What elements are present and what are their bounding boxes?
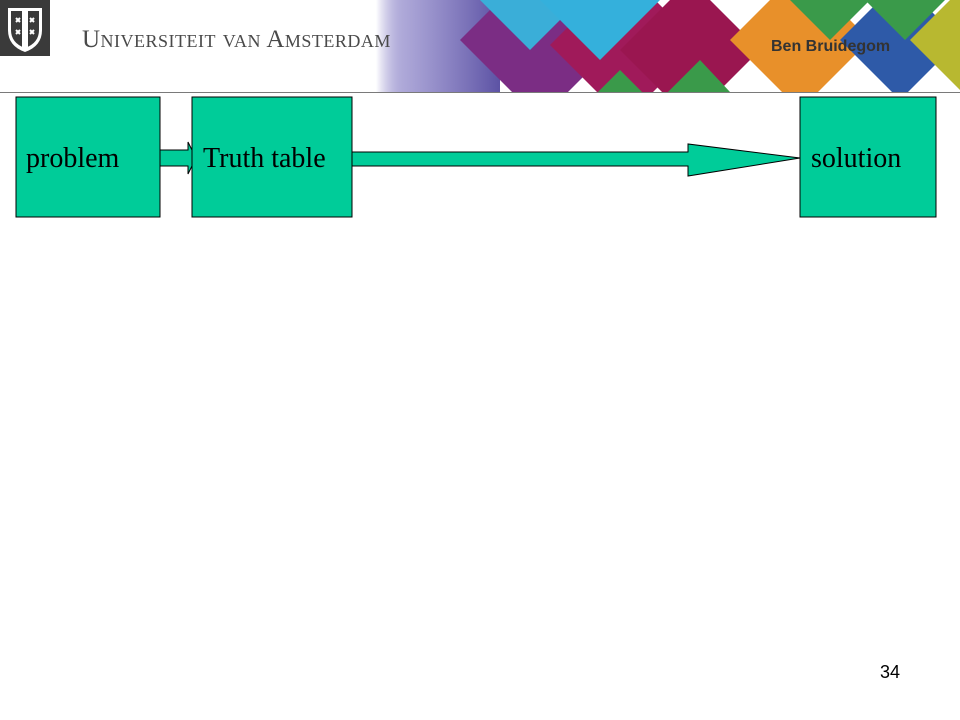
mosaic-tile — [668, 60, 730, 92]
mosaic-tile — [540, 0, 660, 60]
node-truth-table-box — [191, 96, 353, 218]
node-solution-label: solution — [811, 143, 902, 174]
mosaic-tile — [865, 0, 945, 40]
mosaic-tile — [620, 0, 760, 92]
edge-truth-table-to-solution — [351, 143, 801, 177]
page-number: 34 — [880, 662, 901, 682]
node-solution-box — [799, 96, 937, 218]
flow-diagram: problem Truth table solution — [0, 94, 960, 224]
mosaic-tile — [598, 70, 642, 92]
edge-problem-to-truth-table — [159, 141, 197, 175]
node-problem-label: problem — [26, 143, 120, 174]
node-problem-box — [15, 96, 161, 218]
node-truth-table-label: Truth table — [203, 143, 326, 174]
flow-diagram-canvas — [15, 96, 937, 218]
header-mosaic — [300, 0, 960, 92]
mosaic-tile — [910, 0, 960, 90]
university-name: Universiteit van Amsterdam — [82, 26, 391, 53]
author-name: Ben Bruidegom — [771, 38, 891, 55]
mosaic-tile — [790, 0, 870, 40]
header-divider — [0, 92, 960, 93]
slide-header: Universiteit van Amsterdam Ben Bruidegom — [0, 0, 960, 94]
uva-shield-icon — [0, 0, 50, 56]
